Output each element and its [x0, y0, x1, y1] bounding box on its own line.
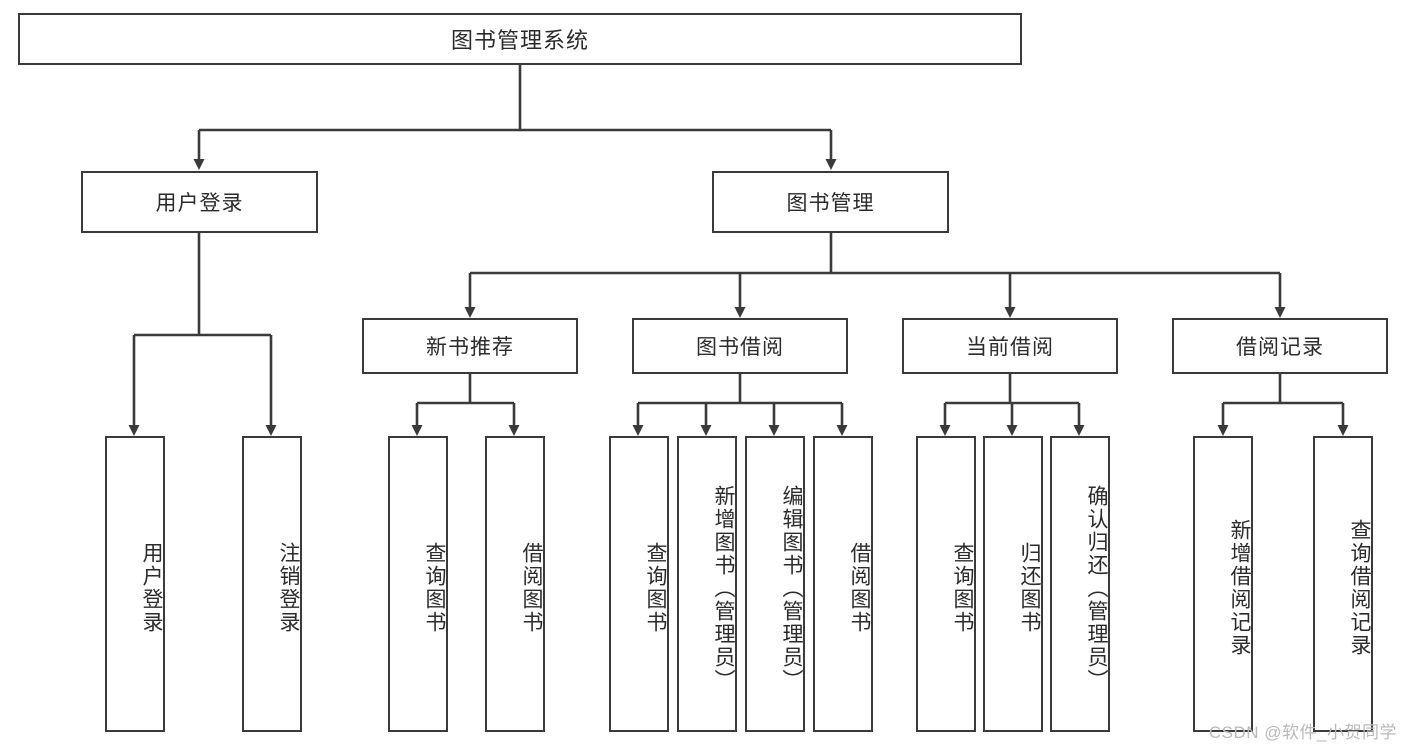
leaf-record-add[interactable]: 新增借阅记录 [1193, 436, 1253, 732]
leaf-new-book-borrow-label: 借阅图书 [520, 542, 543, 634]
node-book-management-label: 图书管理 [786, 192, 875, 215]
leaf-user-login-label: 用户登录 [140, 542, 163, 634]
node-book-borrow-label: 图书借阅 [696, 336, 784, 359]
watermark: CSDN @软件_小贺同学 [1208, 723, 1397, 742]
node-root[interactable]: 图书管理系统 [18, 13, 1022, 65]
node-borrow-record[interactable]: 借阅记录 [1172, 318, 1388, 374]
leaf-borrow-add-book[interactable]: 新增图书（管理员） [677, 436, 737, 732]
leaf-new-book-query[interactable]: 查询图书 [388, 436, 448, 732]
node-user-login[interactable]: 用户登录 [81, 171, 318, 233]
leaf-current-confirm-return[interactable]: 确认归还（管理员） [1050, 436, 1110, 732]
node-borrow-record-label: 借阅记录 [1236, 336, 1324, 359]
leaf-record-query-label: 查询借阅记录 [1348, 519, 1371, 657]
node-root-label: 图书管理系统 [450, 28, 589, 53]
leaf-new-book-query-label: 查询图书 [423, 542, 446, 634]
leaf-current-return-book-label: 归还图书 [1018, 542, 1041, 634]
node-book-management[interactable]: 图书管理 [712, 171, 949, 233]
leaf-borrow-query-book-label: 查询图书 [644, 542, 667, 634]
leaf-new-book-borrow[interactable]: 借阅图书 [485, 436, 545, 732]
leaf-record-add-label: 新增借阅记录 [1228, 519, 1251, 657]
leaf-current-confirm-return-label: 确认归还（管理员） [1085, 484, 1108, 692]
node-current-borrow-label: 当前借阅 [966, 336, 1054, 359]
leaf-logout-label: 注销登录 [277, 542, 300, 634]
leaf-borrow-query-book[interactable]: 查询图书 [609, 436, 669, 732]
leaf-current-query-book-label: 查询图书 [951, 542, 974, 634]
node-new-book-recommend[interactable]: 新书推荐 [362, 318, 578, 374]
node-new-book-recommend-label: 新书推荐 [426, 336, 514, 359]
node-book-borrow[interactable]: 图书借阅 [632, 318, 848, 374]
leaf-borrow-edit-book[interactable]: 编辑图书（管理员） [745, 436, 805, 732]
leaf-borrow-borrow-book-label: 借阅图书 [848, 542, 871, 634]
leaf-borrow-borrow-book[interactable]: 借阅图书 [813, 436, 873, 732]
leaf-borrow-edit-book-label: 编辑图书（管理员） [780, 484, 803, 692]
leaf-current-query-book[interactable]: 查询图书 [916, 436, 976, 732]
node-user-login-label: 用户登录 [155, 192, 244, 215]
leaf-current-return-book[interactable]: 归还图书 [983, 436, 1043, 732]
leaf-logout[interactable]: 注销登录 [242, 436, 302, 732]
node-current-borrow[interactable]: 当前借阅 [902, 318, 1118, 374]
leaf-borrow-add-book-label: 新增图书（管理员） [712, 484, 735, 692]
leaf-record-query[interactable]: 查询借阅记录 [1313, 436, 1373, 732]
leaf-user-login[interactable]: 用户登录 [105, 436, 165, 732]
